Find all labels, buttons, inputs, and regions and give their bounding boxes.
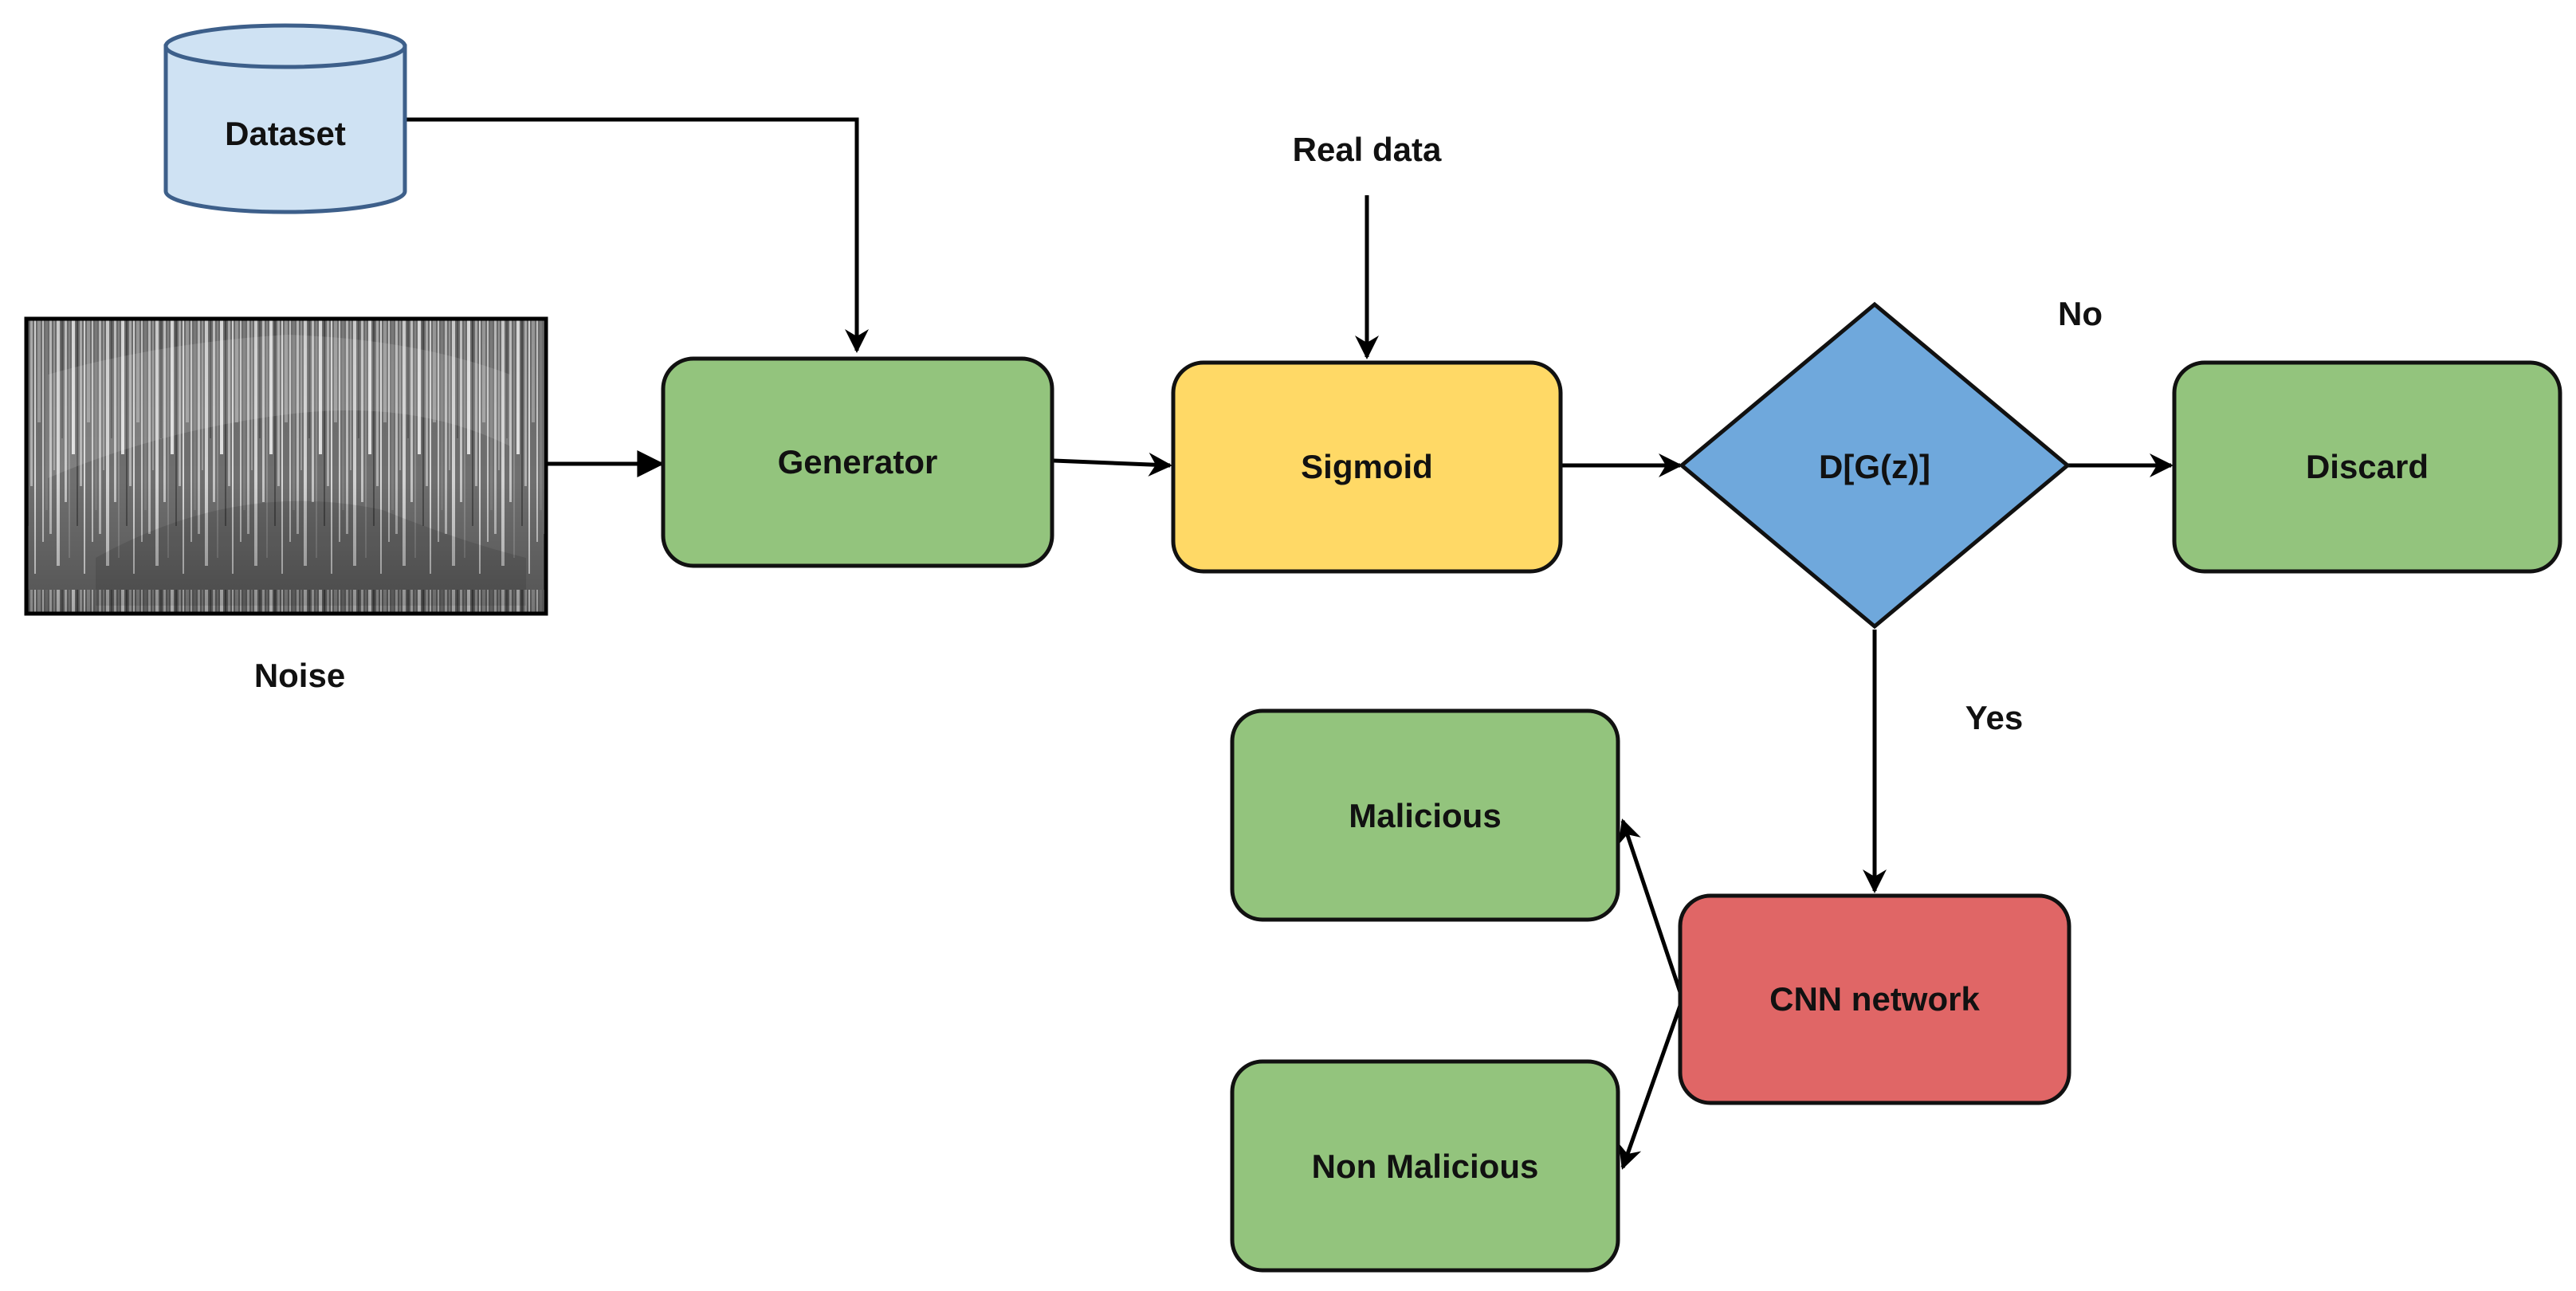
cnn-network-box: CNN network — [1678, 893, 2071, 1105]
sigmoid-label: Sigmoid — [1301, 448, 1433, 485]
malicious-box: Malicious — [1230, 708, 1620, 922]
malicious-label: Malicious — [1349, 797, 1501, 834]
generator-label: Generator — [778, 443, 938, 481]
cnn-to-non-malicious-arrow — [1618, 1005, 1683, 1170]
dataset-cylinder-body — [163, 44, 407, 214]
discriminator-diamond: D[G(z)] — [1679, 301, 2071, 630]
discard-box: Discard — [2172, 360, 2562, 574]
noise-image — [24, 316, 548, 616]
dataset-label: Dataset — [225, 115, 346, 152]
discriminator-label: D[G(z)] — [1819, 448, 1930, 485]
non-malicious-box: Non Malicious — [1230, 1059, 1620, 1273]
generator-to-sigmoid-arrow — [1053, 452, 1172, 477]
noise-caption: Noise — [254, 657, 345, 694]
non-malicious-label: Non Malicious — [1312, 1148, 1539, 1185]
real-data-label: Real data — [1293, 131, 1442, 168]
cnn-to-malicious-arrow — [1618, 818, 1683, 993]
connectors — [406, 117, 2174, 1170]
sigmoid-box: Sigmoid — [1171, 360, 1563, 574]
cnn-network-label: CNN network — [1769, 980, 1980, 1018]
dataset-cylinder: Dataset — [163, 23, 407, 214]
generator-box: Generator — [661, 356, 1054, 568]
dataset-cylinder-top — [163, 23, 407, 69]
dataset-to-generator-arrow — [406, 117, 869, 353]
noise-image-frame — [24, 316, 548, 616]
yes-label: Yes — [1965, 699, 2023, 736]
no-label: No — [2058, 295, 2103, 332]
discard-label: Discard — [2306, 448, 2429, 485]
